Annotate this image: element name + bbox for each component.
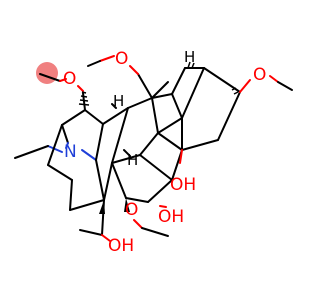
methoxy-oxygen-label: O bbox=[253, 65, 266, 85]
bond bbox=[159, 205, 167, 208]
bond bbox=[151, 93, 173, 99]
bond bbox=[77, 85, 84, 92]
methoxy-oxygen-label: O bbox=[125, 200, 138, 220]
bond bbox=[101, 234, 111, 242]
molecule-diagram: N O O O O OH OH OH H H H bbox=[14, 48, 293, 256]
methoxy-oxygen-label: O bbox=[115, 49, 128, 69]
bond bbox=[59, 78, 67, 82]
wedge-bond bbox=[124, 198, 130, 212]
bond bbox=[111, 154, 141, 164]
bond bbox=[127, 97, 153, 109]
bond bbox=[269, 75, 279, 83]
nitrogen-label: N bbox=[64, 142, 77, 162]
bond bbox=[47, 164, 73, 181]
bond bbox=[65, 142, 69, 149]
bond bbox=[181, 139, 219, 151]
bond bbox=[151, 81, 169, 99]
structure-canvas: N O O O O OH OH OH H H H bbox=[14, 48, 293, 256]
bond bbox=[95, 159, 105, 201]
bond bbox=[69, 199, 105, 211]
bond bbox=[61, 109, 86, 126]
bond bbox=[137, 73, 153, 99]
bond bbox=[123, 149, 131, 157]
bond bbox=[179, 149, 183, 164]
bond bbox=[129, 65, 139, 75]
bond bbox=[111, 162, 127, 199]
bond bbox=[141, 227, 169, 237]
bond bbox=[125, 197, 149, 203]
bond bbox=[111, 107, 129, 164]
bond bbox=[239, 79, 251, 93]
bond bbox=[181, 67, 205, 119]
bond bbox=[84, 109, 104, 125]
bond bbox=[47, 124, 63, 166]
bond bbox=[217, 91, 241, 141]
bond bbox=[139, 154, 173, 181]
bond bbox=[103, 162, 113, 201]
bond bbox=[61, 124, 69, 144]
hydroxyl-label: OH bbox=[170, 175, 196, 195]
bond bbox=[151, 97, 159, 134]
bond bbox=[139, 132, 159, 156]
methoxy-oxygen-label: O bbox=[63, 69, 76, 89]
bond bbox=[82, 92, 86, 111]
bond bbox=[157, 132, 183, 151]
hydroxymethyl-label: OH bbox=[108, 236, 134, 256]
hydrogen-label: H bbox=[184, 48, 195, 66]
bond bbox=[81, 149, 97, 161]
bond bbox=[99, 55, 115, 62]
bond bbox=[171, 93, 183, 119]
bond bbox=[133, 219, 143, 229]
bond bbox=[171, 67, 186, 95]
bond bbox=[111, 103, 117, 109]
bond bbox=[157, 117, 183, 134]
wedge-bond bbox=[99, 200, 105, 214]
bond bbox=[102, 107, 129, 125]
bond-group bbox=[14, 55, 293, 242]
bond bbox=[14, 145, 49, 159]
bond bbox=[87, 60, 101, 67]
bond bbox=[47, 145, 63, 153]
bond bbox=[79, 229, 103, 236]
hydroxyl-label: OH bbox=[158, 207, 184, 227]
bond bbox=[39, 73, 61, 82]
bond bbox=[95, 123, 104, 161]
bond bbox=[277, 81, 293, 91]
atom-highlight bbox=[36, 62, 58, 84]
hydrogen-label: H bbox=[113, 92, 124, 110]
hash-bond bbox=[78, 61, 239, 106]
bond bbox=[147, 179, 173, 203]
bond bbox=[69, 179, 73, 211]
hydrogen-label: H bbox=[127, 151, 138, 169]
bond bbox=[203, 67, 241, 93]
